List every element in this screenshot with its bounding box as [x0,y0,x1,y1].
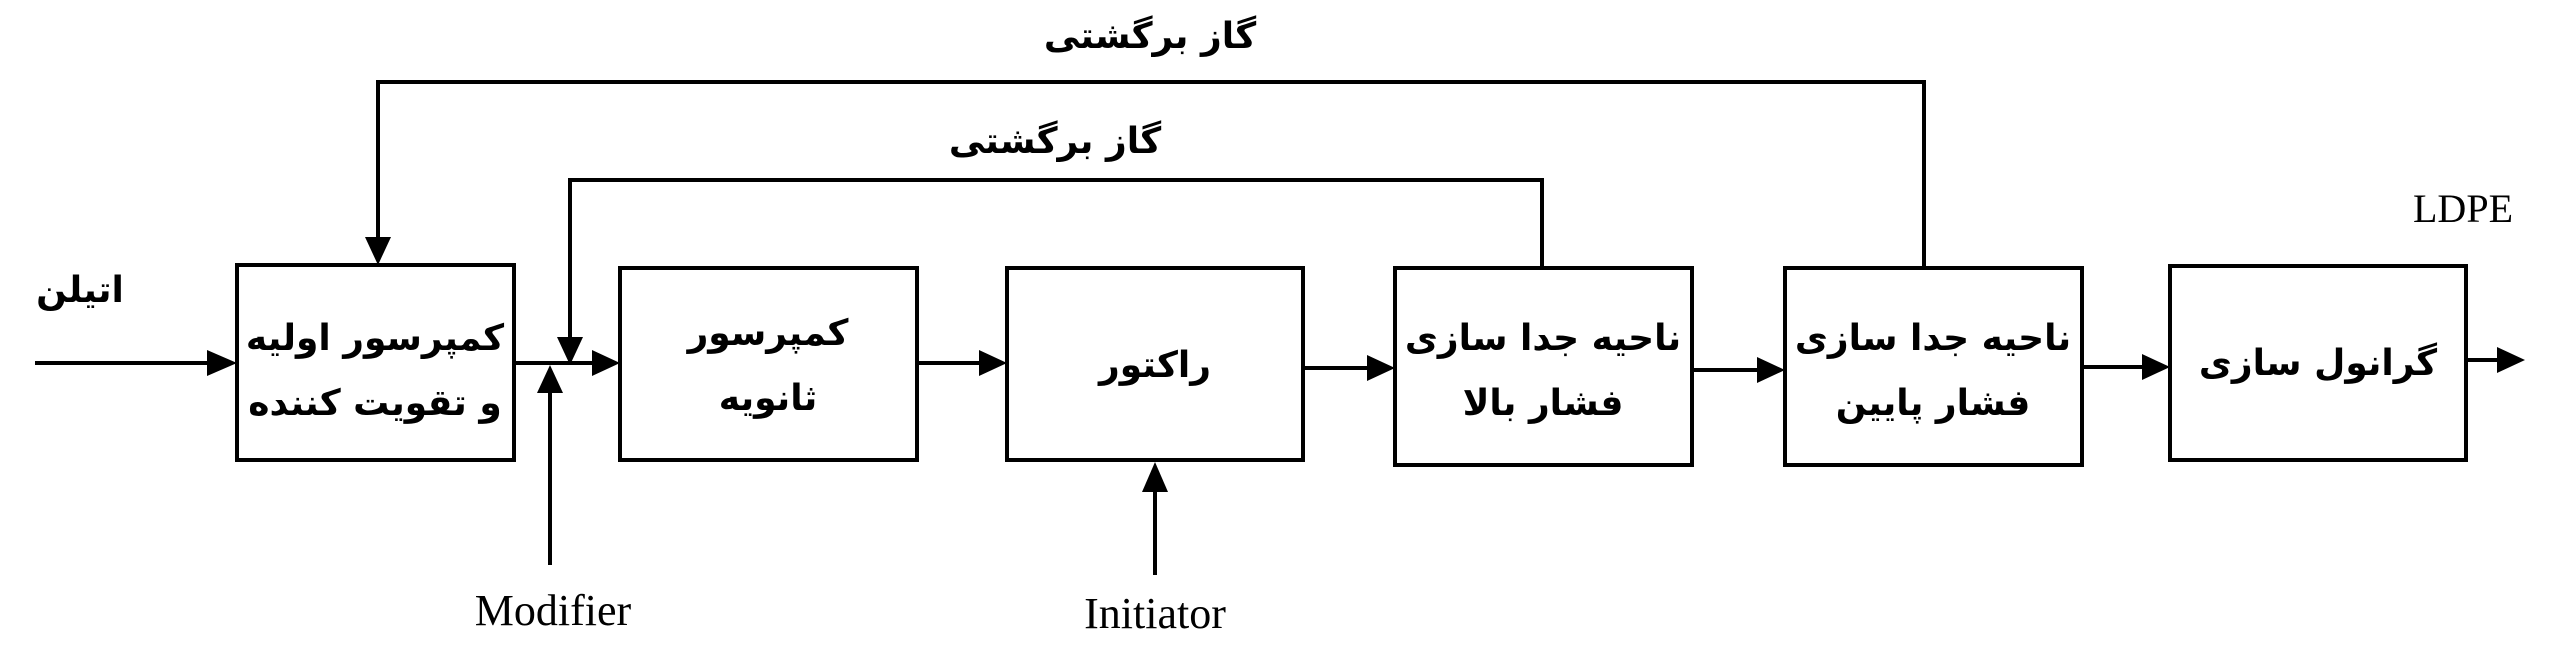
primary-compressor-block [235,263,516,462]
ethylene-label: اتیلن [36,270,124,311]
granulation-label: گرانول سازی [2199,342,2437,384]
secondary-compressor-block [618,266,919,462]
secondary-compressor-line1: کمپرسور [686,313,849,354]
inner-recycle-gas-line [557,178,1544,365]
lp-separator-block [1783,266,2084,467]
product-output-arrow [2466,347,2525,373]
modifier-label: Modifier [475,586,632,635]
hp-separator-line1: ناحیه جدا سازی [1405,318,1681,359]
hp-separator-block [1393,266,1694,467]
primary-compressor-line1: کمپرسور اولیه [246,318,504,359]
outer-recycle-gas-label: گاز برگشتی [1044,15,1256,57]
modifier-input-arrow [537,365,563,565]
reactor-label: راکتور [1097,345,1211,386]
initiator-label: Initiator [1084,589,1226,638]
lp-separator-line2: فشار پایین [1836,383,2031,424]
hp-to-lp-separator-arrow [1692,357,1785,383]
ethylene-feed-arrow [35,350,237,376]
primary-compressor-line2: و تقویت کننده [248,383,501,424]
primary-to-secondary-arrow [514,350,620,376]
reactor-to-hp-separator-arrow [1303,355,1395,381]
hp-separator-line2: فشار بالا [1463,383,1624,424]
inner-recycle-gas-label: گاز برگشتی [949,120,1161,162]
secondary-compressor-line2: ثانویه [719,378,817,419]
lp-separator-line1: ناحیه جدا سازی [1795,318,2071,359]
secondary-to-reactor-arrow [917,350,1007,376]
granulation-block [2168,264,2468,462]
outer-recycle-gas-line [365,80,1926,268]
product-ldpe-label: LDPE [2413,186,2513,231]
initiator-input-arrow [1142,462,1168,575]
lp-separator-to-granulation-arrow [2082,354,2170,380]
reactor-block [1005,266,1305,462]
